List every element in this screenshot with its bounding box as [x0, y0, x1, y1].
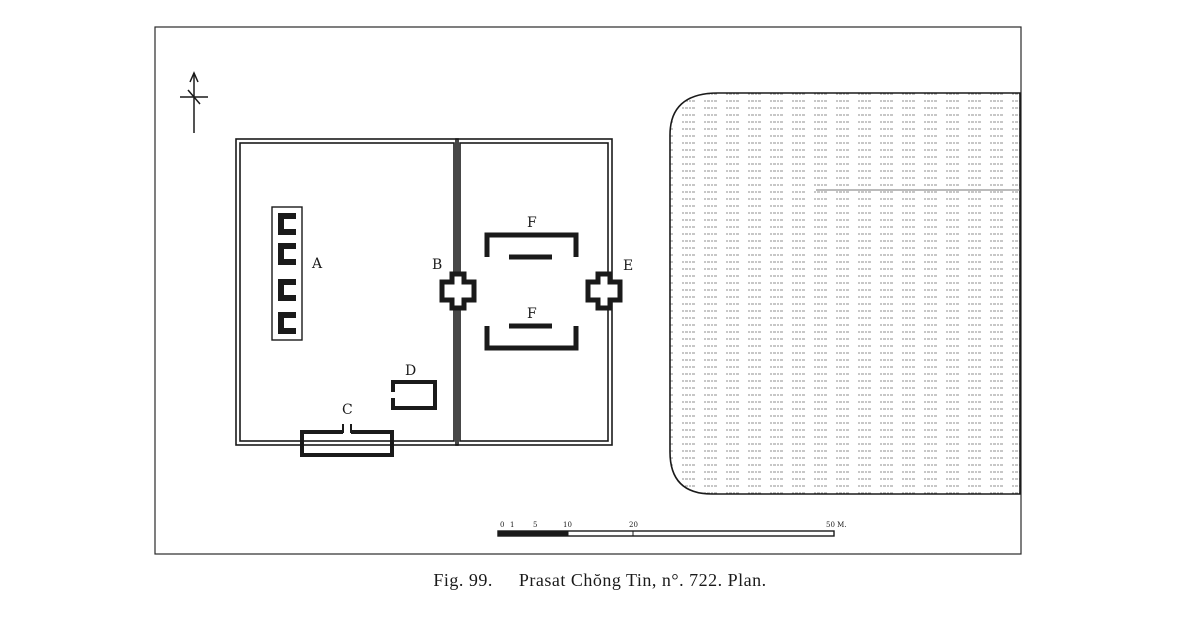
label-c: C [342, 402, 353, 418]
figure-caption: Fig. 99. Prasat Chŏng Tin, n°. 722. Plan. [0, 570, 1200, 591]
label-f-upper: F [527, 215, 537, 231]
building-f-lower [484, 326, 579, 351]
scale-tick-20: 20 [629, 521, 638, 529]
scale-tick-0: 0 [500, 521, 504, 529]
tower-a1 [278, 213, 296, 235]
plate-frame [154, 26, 1022, 555]
scale-bar: 0 1 5 10 20 50 M. [497, 521, 847, 537]
scale-tick-50: 50 M. [826, 521, 847, 529]
gopura-e [585, 271, 623, 311]
scale-tick-5: 5 [533, 521, 537, 529]
tower-a2 [278, 243, 296, 265]
tower-a4 [278, 312, 296, 334]
figure-title: Prasat Chŏng Tin, n°. 722. Plan. [518, 570, 767, 590]
label-e: E [623, 258, 633, 274]
gopura-b [439, 271, 477, 311]
tower-group-a [271, 206, 303, 341]
building-f-upper [484, 232, 579, 257]
north-arrow-icon [180, 71, 208, 133]
scale-tick-10: 10 [563, 521, 572, 529]
water-basin [669, 92, 1021, 495]
label-f-lower: F [527, 306, 537, 322]
label-d: D [405, 363, 416, 379]
west-enclosure [235, 138, 459, 446]
figure-number: Fig. 99. [433, 570, 493, 590]
scale-tick-1: 1 [510, 521, 514, 529]
building-d [391, 380, 437, 410]
label-b: B [432, 257, 442, 273]
building-c [300, 430, 394, 457]
label-a: A [311, 256, 323, 272]
tower-a3 [278, 279, 296, 301]
